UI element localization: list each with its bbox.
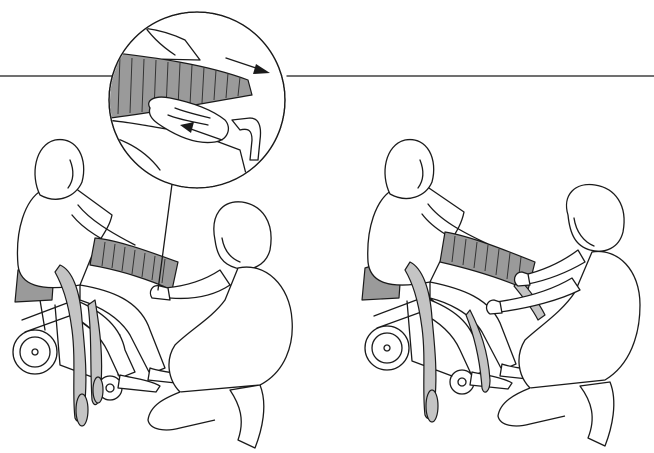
left-panel [13,140,292,448]
sling-left [90,238,178,290]
caregiver-left [148,202,292,448]
caregiver-right [487,185,640,446]
zoom-circle [105,12,285,190]
right-panel [362,140,640,446]
wheelchair-left [13,300,122,400]
